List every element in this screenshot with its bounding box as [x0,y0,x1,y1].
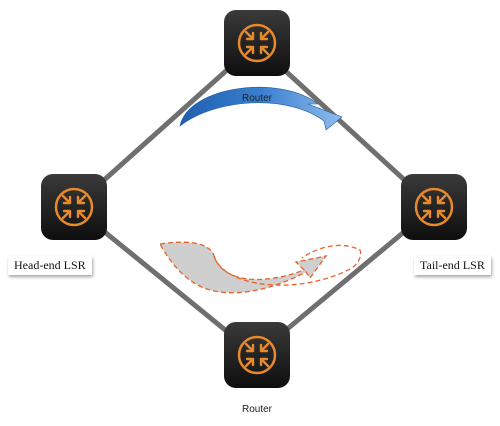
backup-path-arrow [158,241,328,294]
router-top-label: Router [241,93,272,104]
primary-path-arrow [179,86,343,131]
backup-path-outline-extension [213,244,362,286]
router-right [401,174,467,240]
router-icon [237,23,277,63]
router-bottom-label: Router [241,404,272,415]
router-icon [414,187,454,227]
router-left [41,174,107,240]
router-bottom [224,322,290,388]
tail-end-lsr-label: Tail-end LSR [414,256,491,275]
head-end-lsr-label: Head-end LSR [8,256,92,275]
router-icon [237,335,277,375]
router-icon [54,187,94,227]
router-top [224,10,290,76]
